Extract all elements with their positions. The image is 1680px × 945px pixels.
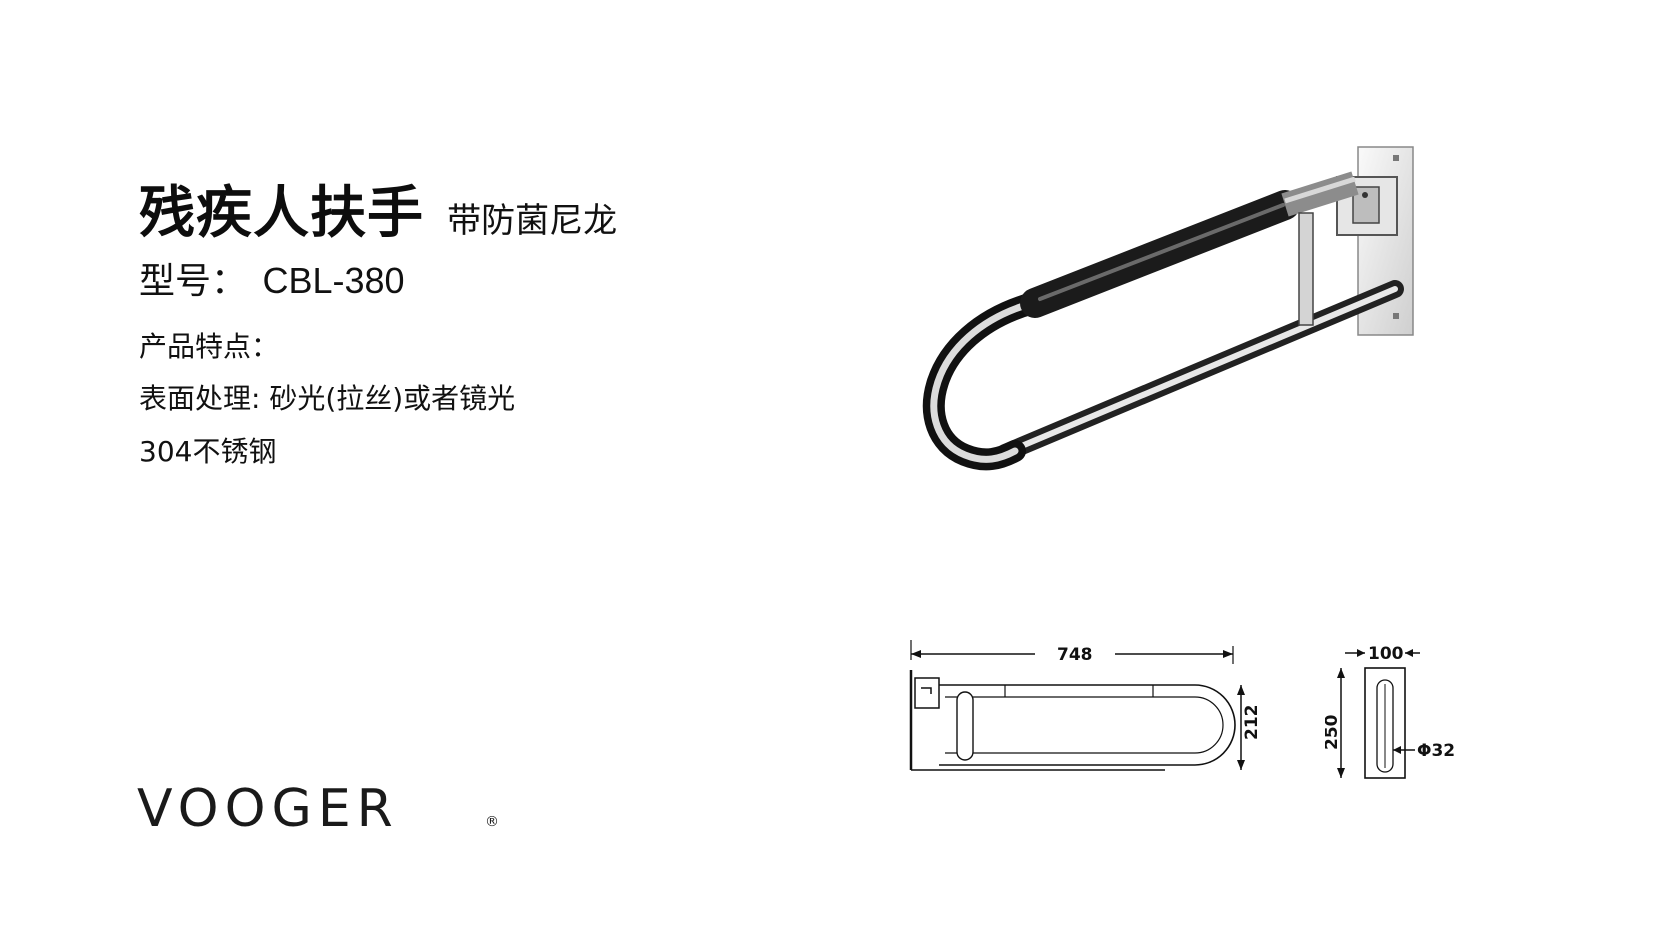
feature-surface-treatment: 表面处理: 砂光(拉丝)或者镜光 <box>139 382 516 415</box>
model-label: 型号： <box>139 261 248 302</box>
tube-diameter-label: Φ32 <box>1417 741 1455 761</box>
model-value: CBL-380 <box>262 260 405 301</box>
dimension-drawing-front: 100 250 Φ32 <box>1325 644 1455 779</box>
product-title-row: 残疾人扶手 带防菌尼龙 <box>139 168 617 249</box>
product-subtitle: 带防菌尼龙 <box>447 201 618 241</box>
feature-material: 304不锈钢 <box>139 435 277 468</box>
features-heading: 产品特点： <box>139 330 280 363</box>
brand-registered-mark: ® <box>485 814 499 830</box>
product-title: 残疾人扶手 <box>139 181 424 246</box>
model-row: 型号： CBL-380 <box>139 252 405 304</box>
length-dim-label: 748 <box>1057 645 1093 665</box>
plate-height-label: 250 <box>1325 714 1342 750</box>
product-photo <box>922 146 1414 471</box>
dimension-drawing-side: 748 212 <box>909 640 1262 771</box>
height-dim-label: 212 <box>1242 705 1262 741</box>
plate-width-label: 100 <box>1368 644 1404 664</box>
brand-logo-text: VOOGER <box>137 780 399 839</box>
brand-logo: VOOGER ® <box>137 780 499 839</box>
